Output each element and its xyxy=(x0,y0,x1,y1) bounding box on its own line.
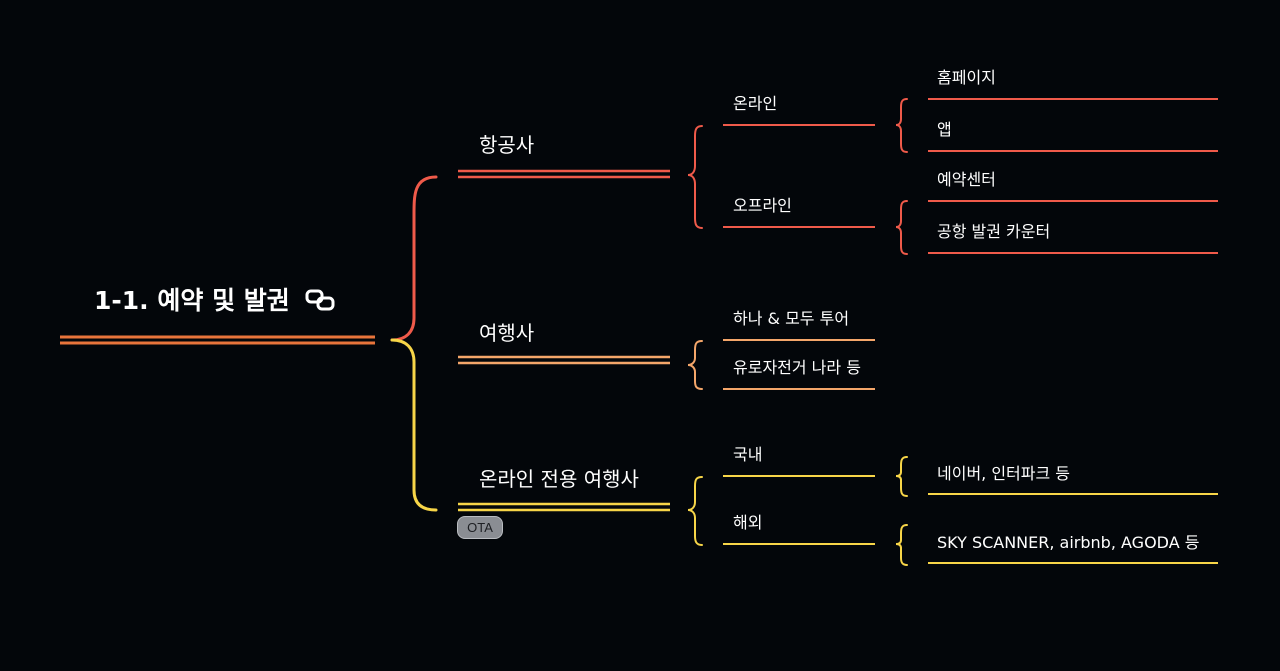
node-online[interactable]: 온라인 xyxy=(733,94,778,113)
node-hana-modu-tour[interactable]: 하나 & 모두 투어 xyxy=(733,309,850,328)
main-bracket-bottom xyxy=(390,338,438,512)
branch-airline[interactable]: 항공사 xyxy=(479,133,535,157)
branch-travel-agency[interactable]: 여행사 xyxy=(479,321,535,345)
leaf-app[interactable]: 앱 xyxy=(937,120,952,139)
link-icon[interactable] xyxy=(304,287,338,313)
bracket-offline xyxy=(895,200,908,255)
main-bracket-top xyxy=(390,175,438,342)
ota-badge: OTA xyxy=(457,516,503,539)
leaf-homepage[interactable]: 홈페이지 xyxy=(937,68,996,87)
bracket-online xyxy=(895,98,908,153)
node-domestic[interactable]: 국내 xyxy=(733,445,763,464)
leaf-airport-counter[interactable]: 공항 발권 카운터 xyxy=(937,222,1051,241)
leaf-naver-interpark[interactable]: 네이버, 인터파크 등 xyxy=(937,464,1071,483)
root-title: 1-1. 예약 및 발권 xyxy=(94,285,290,315)
bracket-ota xyxy=(687,476,703,546)
node-offline[interactable]: 오프라인 xyxy=(733,196,792,215)
root-node[interactable]: 1-1. 예약 및 발권 xyxy=(94,287,338,313)
bracket-airline xyxy=(687,125,703,229)
bracket-domestic xyxy=(895,456,908,497)
node-euro-bike[interactable]: 유로자전거 나라 등 xyxy=(733,358,861,377)
bracket-agency xyxy=(687,340,703,390)
leaf-skyscanner-airbnb-agoda[interactable]: SKY SCANNER, airbnb, AGODA 등 xyxy=(937,533,1200,552)
node-overseas[interactable]: 해외 xyxy=(733,513,763,532)
branch-online-travel-agency[interactable]: 온라인 전용 여행사 xyxy=(479,467,639,491)
leaf-reservation-center[interactable]: 예약센터 xyxy=(937,170,996,189)
bracket-overseas xyxy=(895,524,908,566)
